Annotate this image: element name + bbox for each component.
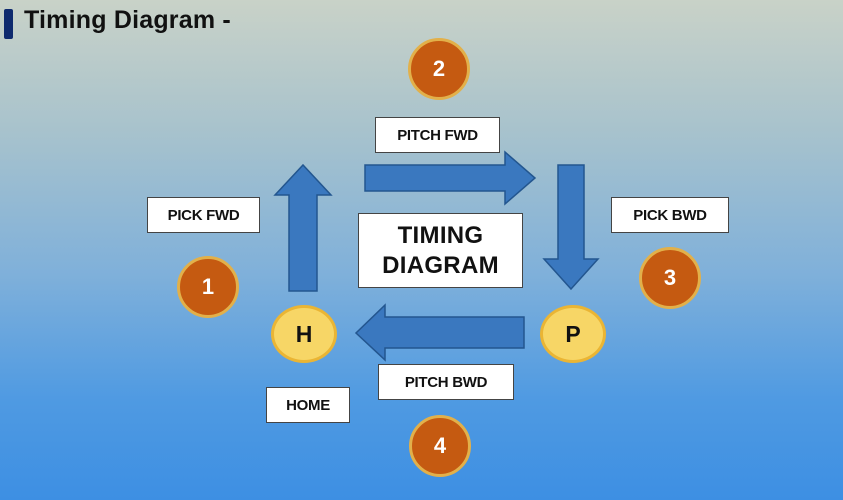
arrow-left-icon: [354, 303, 525, 362]
label-pitch-fwd: PITCH FWD: [375, 117, 500, 153]
center-title-line2: DIAGRAM: [382, 251, 499, 279]
page-title: Timing Diagram -: [24, 6, 231, 34]
center-title-box: TIMING DIAGRAM: [358, 213, 523, 288]
step-badge-1: 1: [177, 256, 239, 318]
step-badge-3: 3: [639, 247, 701, 309]
title-accent-bar: [4, 9, 13, 39]
label-home: HOME: [266, 387, 350, 423]
step-badge-2: 2: [408, 38, 470, 100]
arrow-right-icon: [364, 150, 537, 206]
step-badge-4: 4: [409, 415, 471, 477]
node-home: H: [271, 305, 337, 363]
label-pitch-bwd: PITCH BWD: [378, 364, 514, 400]
label-pick-bwd: PICK BWD: [611, 197, 729, 233]
arrow-down-icon: [542, 164, 600, 291]
center-title-line1: TIMING: [397, 221, 484, 249]
node-position: P: [540, 305, 606, 363]
arrow-up-icon: [273, 163, 333, 292]
label-pick-fwd: PICK FWD: [147, 197, 260, 233]
